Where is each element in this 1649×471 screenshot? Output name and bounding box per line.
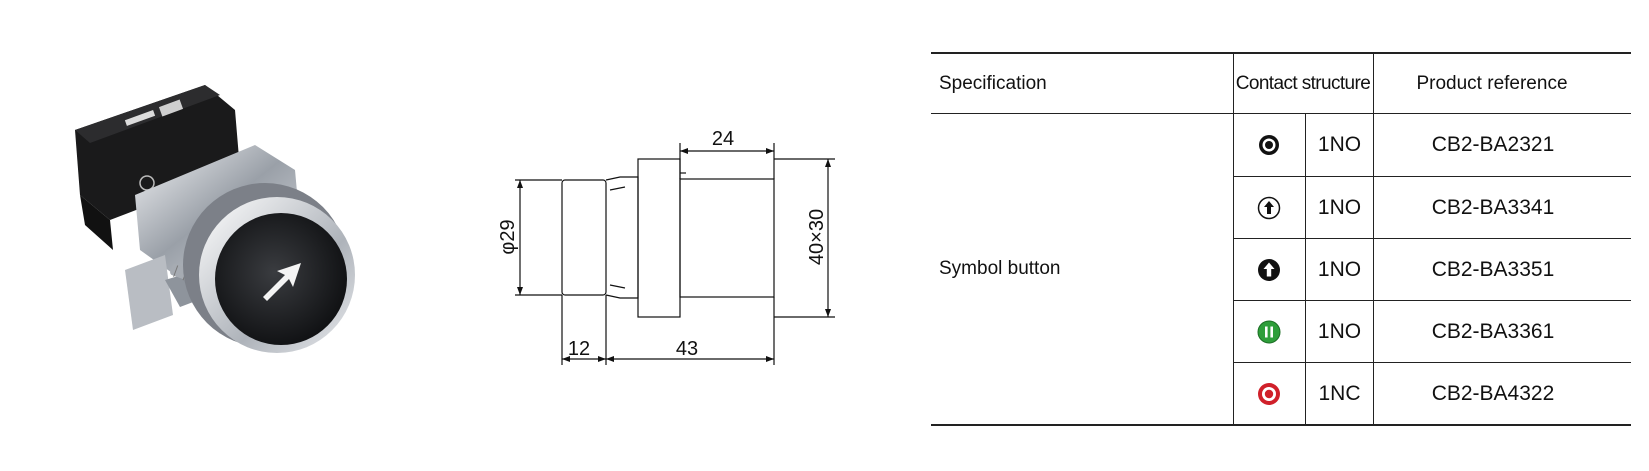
spec-table: Specification Contact structure Product … — [931, 52, 1631, 449]
column-rule — [1233, 52, 1234, 425]
row-rule — [1233, 362, 1631, 363]
flange-outline — [605, 176, 639, 299]
contact-block — [75, 85, 240, 250]
symbol-cell — [1233, 363, 1305, 424]
header-product-reference: Product reference — [1373, 54, 1611, 113]
reference-value: CB2-BA3341 — [1431, 195, 1555, 219]
contact-value: 1NO — [1317, 319, 1362, 343]
header-product-reference-label: Product reference — [1416, 72, 1568, 94]
contact-cell: 1NO — [1306, 239, 1373, 300]
body-outline — [637, 158, 681, 318]
cap-outline — [561, 179, 607, 296]
contact-cell: 1NO — [1306, 177, 1373, 238]
row-rule — [1233, 300, 1631, 301]
dim-top-label: 24 — [712, 128, 734, 150]
reference-cell: CB2-BA2321 — [1374, 114, 1612, 176]
contact-value: 1NC — [1318, 381, 1361, 405]
row-rule — [1233, 176, 1631, 177]
table-top-rule — [931, 52, 1631, 54]
header-rule — [931, 113, 1631, 114]
dim-bottom-right-label: 43 — [676, 338, 698, 360]
header-specification: Specification — [939, 54, 1229, 113]
reference-value: CB2-BA3351 — [1431, 257, 1555, 281]
contact-cell: 1NO — [1306, 301, 1373, 362]
reference-cell: CB2-BA3341 — [1374, 177, 1612, 238]
column-rule — [1305, 114, 1306, 425]
header-specification-label: Specification — [939, 72, 1047, 94]
reference-value: CB2-BA4322 — [1431, 381, 1555, 405]
contact-cell: 1NO — [1306, 114, 1373, 176]
header-contact-structure-label: Contact structure — [1235, 72, 1371, 94]
reference-value: CB2-BA3361 — [1431, 319, 1555, 343]
arrow-icon — [263, 263, 301, 301]
up-arrow-outline-icon — [1257, 196, 1281, 219]
symbol-cell — [1233, 114, 1305, 176]
header-contact-structure: Contact structure — [1233, 54, 1373, 113]
reference-cell: CB2-BA3351 — [1374, 239, 1612, 300]
dim-body-label: 40×30 — [806, 209, 828, 265]
contact-value: 1NO — [1317, 195, 1362, 219]
table-bottom-rule — [931, 424, 1631, 426]
ring-dot-icon — [1259, 135, 1279, 155]
product-photo — [75, 85, 355, 353]
contact-cell: 1NC — [1306, 363, 1373, 424]
contact-value: 1NO — [1317, 133, 1362, 156]
up-arrow-filled-icon — [1258, 258, 1280, 281]
row-rule — [1233, 238, 1631, 239]
dim-bottom-left-label: 12 — [568, 338, 590, 360]
pause-icon — [1257, 320, 1281, 343]
symbol-cell — [1233, 301, 1305, 362]
reference-value: CB2-BA2321 — [1431, 133, 1555, 156]
rear-block-outline — [679, 178, 775, 298]
push-button-head — [183, 183, 355, 353]
dimension-drawing: 24 φ29 40×30 12 43 — [497, 128, 835, 365]
symbol-cell — [1233, 239, 1305, 300]
dim-diameter-label: φ29 — [497, 219, 519, 254]
column-rule — [1373, 52, 1374, 425]
contact-value: 1NO — [1317, 257, 1362, 281]
symbol-cell — [1233, 177, 1305, 238]
ring-dot-icon — [1258, 382, 1280, 405]
reference-cell: CB2-BA3361 — [1374, 301, 1612, 362]
specification-cell: Symbol button — [939, 114, 1229, 424]
reference-cell: CB2-BA4322 — [1374, 363, 1612, 424]
specification-value: Symbol button — [939, 258, 1061, 279]
